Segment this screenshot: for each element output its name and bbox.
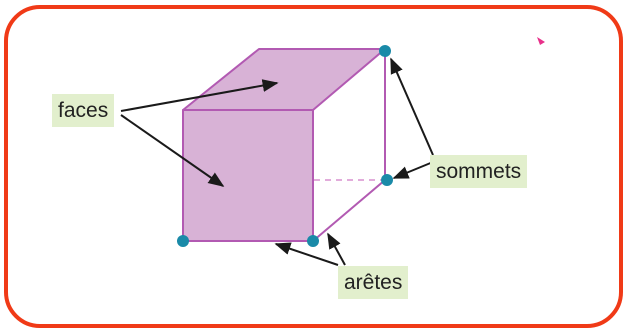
sommets-label: sommets [430, 155, 528, 188]
vertex-dot [379, 45, 391, 57]
arrow-sommets-bottom [392, 161, 434, 179]
aretes-label: arêtes [338, 266, 409, 299]
corner-mark [537, 37, 545, 45]
visible-edges [312, 49, 386, 242]
arrow-sommets-top [390, 57, 434, 156]
vertices [177, 45, 393, 247]
edge-bottom-depth [312, 179, 386, 242]
vertex-dot [177, 235, 189, 247]
vertex-dot [307, 235, 319, 247]
arrow-aretes-right [327, 232, 346, 266]
arrow-aretes-left [274, 242, 339, 266]
vertex-dot [381, 174, 393, 186]
face-top [182, 48, 386, 111]
faces-label: faces [52, 94, 115, 127]
face-front [182, 109, 314, 242]
arrow-faces-front [120, 114, 225, 187]
arrow-faces-top [120, 79, 279, 112]
